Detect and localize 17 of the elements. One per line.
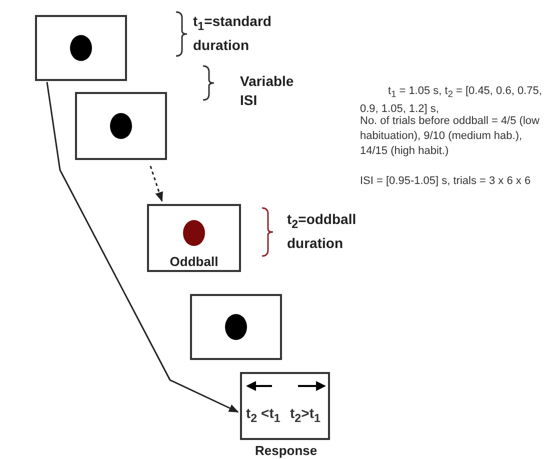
screen-frame: [75, 92, 167, 160]
screen-label: Response: [255, 442, 318, 459]
screen-frame: [240, 372, 330, 440]
arrow: [46, 82, 239, 413]
parameter-note: No. of trials before oddball = 4/5 (low habituation), 9/10 (medium hab.), 14/15 (high habit.): [360, 114, 540, 159]
screen-frame: [190, 294, 282, 360]
response-option: t$_{2}$ <t$_{1}$: [246, 404, 280, 428]
response-option: t$_{2}$>t$_{1}$: [290, 404, 320, 428]
screen-frame: [147, 204, 241, 272]
arrow: [150, 166, 163, 202]
duration-label: t$_{2}$=oddball duration: [287, 210, 358, 253]
parameter-note: ISI = [0.95-1.05] s, trials = 3 x 6 x 6: [360, 174, 532, 189]
duration-label: t$_{1}$=standard duration: [193, 12, 272, 55]
interval-label: Variable ISI: [240, 72, 295, 110]
screen-frame: [35, 15, 127, 81]
parameter-note: t$_{1}$ = 1.05 s, t$_{2}$ = [0.45, 0.6, 0.75, 0.9, 1.05, 1.2] s,: [360, 84, 543, 116]
stimulus-label: Oddball: [168, 254, 220, 270]
